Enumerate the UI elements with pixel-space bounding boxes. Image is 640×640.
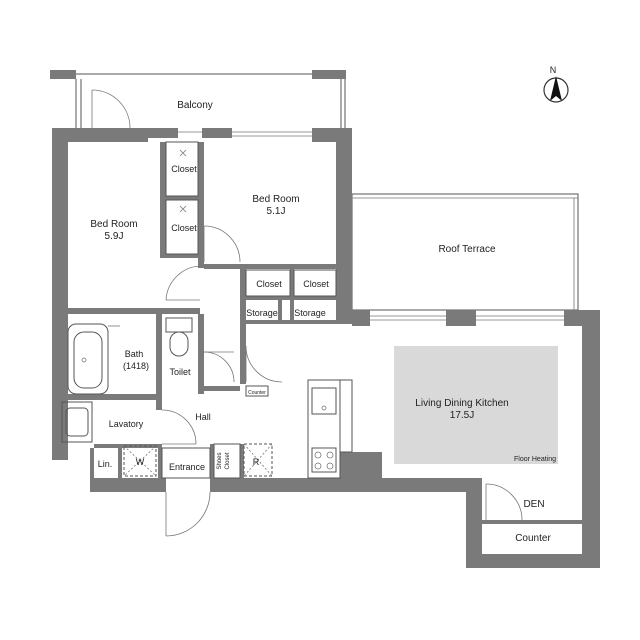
- bedroom-2-size: 5.1J: [267, 206, 286, 217]
- bedroom-2-name: Bed Room: [252, 194, 299, 205]
- living-dining-kitchen: Living Dining Kitchen 17.5J Floor Heatin…: [394, 346, 558, 464]
- bedroom-1-name: Bed Room: [90, 219, 137, 230]
- bedroom-2: Bed Room 5.1J: [203, 194, 300, 263]
- shoes-closet-label-2: Closet: [225, 452, 231, 469]
- bath-size: (1418): [123, 361, 149, 371]
- kitchen-counter: [307, 379, 353, 479]
- closet-label-1: Closet: [171, 164, 197, 174]
- roof-terrace-label: Roof Terrace: [438, 244, 496, 255]
- hall-label: Hall: [195, 412, 211, 422]
- balcony-label: Balcony: [177, 100, 213, 111]
- closet-label-3: Closet: [256, 279, 282, 289]
- balcony: Balcony: [50, 70, 346, 129]
- den: DEN Counter: [485, 483, 551, 544]
- north-compass: N: [543, 65, 569, 103]
- entrance-label: Entrance: [169, 462, 205, 472]
- ldk-size: 17.5J: [450, 410, 474, 421]
- compass-north-label: N: [550, 65, 557, 75]
- storage-label-2: Storage: [294, 308, 326, 318]
- linen-label: Lin.: [98, 459, 113, 469]
- toilet-label: Toilet: [169, 367, 191, 377]
- closet-label-2: Closet: [171, 223, 197, 233]
- refrigerator-label: R: [253, 457, 260, 467]
- storage-area: Storage Storage: [246, 308, 326, 318]
- bedroom-closets: Closet Closet: [165, 141, 199, 255]
- floor-heating-area: [394, 346, 558, 464]
- bedroom-2-closets: Closet Closet: [245, 269, 337, 297]
- outer-walls: [52, 128, 600, 568]
- windows: [178, 131, 564, 321]
- bath-name: Bath: [125, 349, 144, 359]
- closet-label-4: Closet: [303, 279, 329, 289]
- refrigerator: R: [243, 443, 273, 477]
- entrance: Entrance Shoes Closet: [161, 443, 241, 537]
- lavatory-label: Lavatory: [109, 419, 144, 429]
- hall: Hall: [195, 345, 283, 422]
- bathroom: Bath (1418): [67, 323, 149, 395]
- washer-label: W: [136, 457, 145, 467]
- small-counter: Counter: [245, 385, 269, 397]
- roof-terrace: Roof Terrace: [351, 193, 579, 311]
- ldk-name: Living Dining Kitchen: [415, 398, 508, 409]
- toilet-room: Toilet: [165, 317, 235, 383]
- den-label: DEN: [523, 499, 544, 510]
- shoes-closet-label-1: Shoes: [217, 452, 223, 469]
- linen-washer: Lin. W: [98, 445, 157, 477]
- counter-small-label: Counter: [248, 390, 266, 396]
- lavatory: Lavatory: [61, 401, 197, 445]
- storage-label-1: Storage: [246, 308, 278, 318]
- bedroom-1-size: 5.9J: [105, 231, 124, 242]
- floor-heating-label: Floor Heating: [514, 456, 556, 463]
- counter-label: Counter: [515, 533, 551, 544]
- interior-walls: [68, 142, 582, 524]
- bedroom-1: Bed Room 5.9J: [90, 219, 201, 301]
